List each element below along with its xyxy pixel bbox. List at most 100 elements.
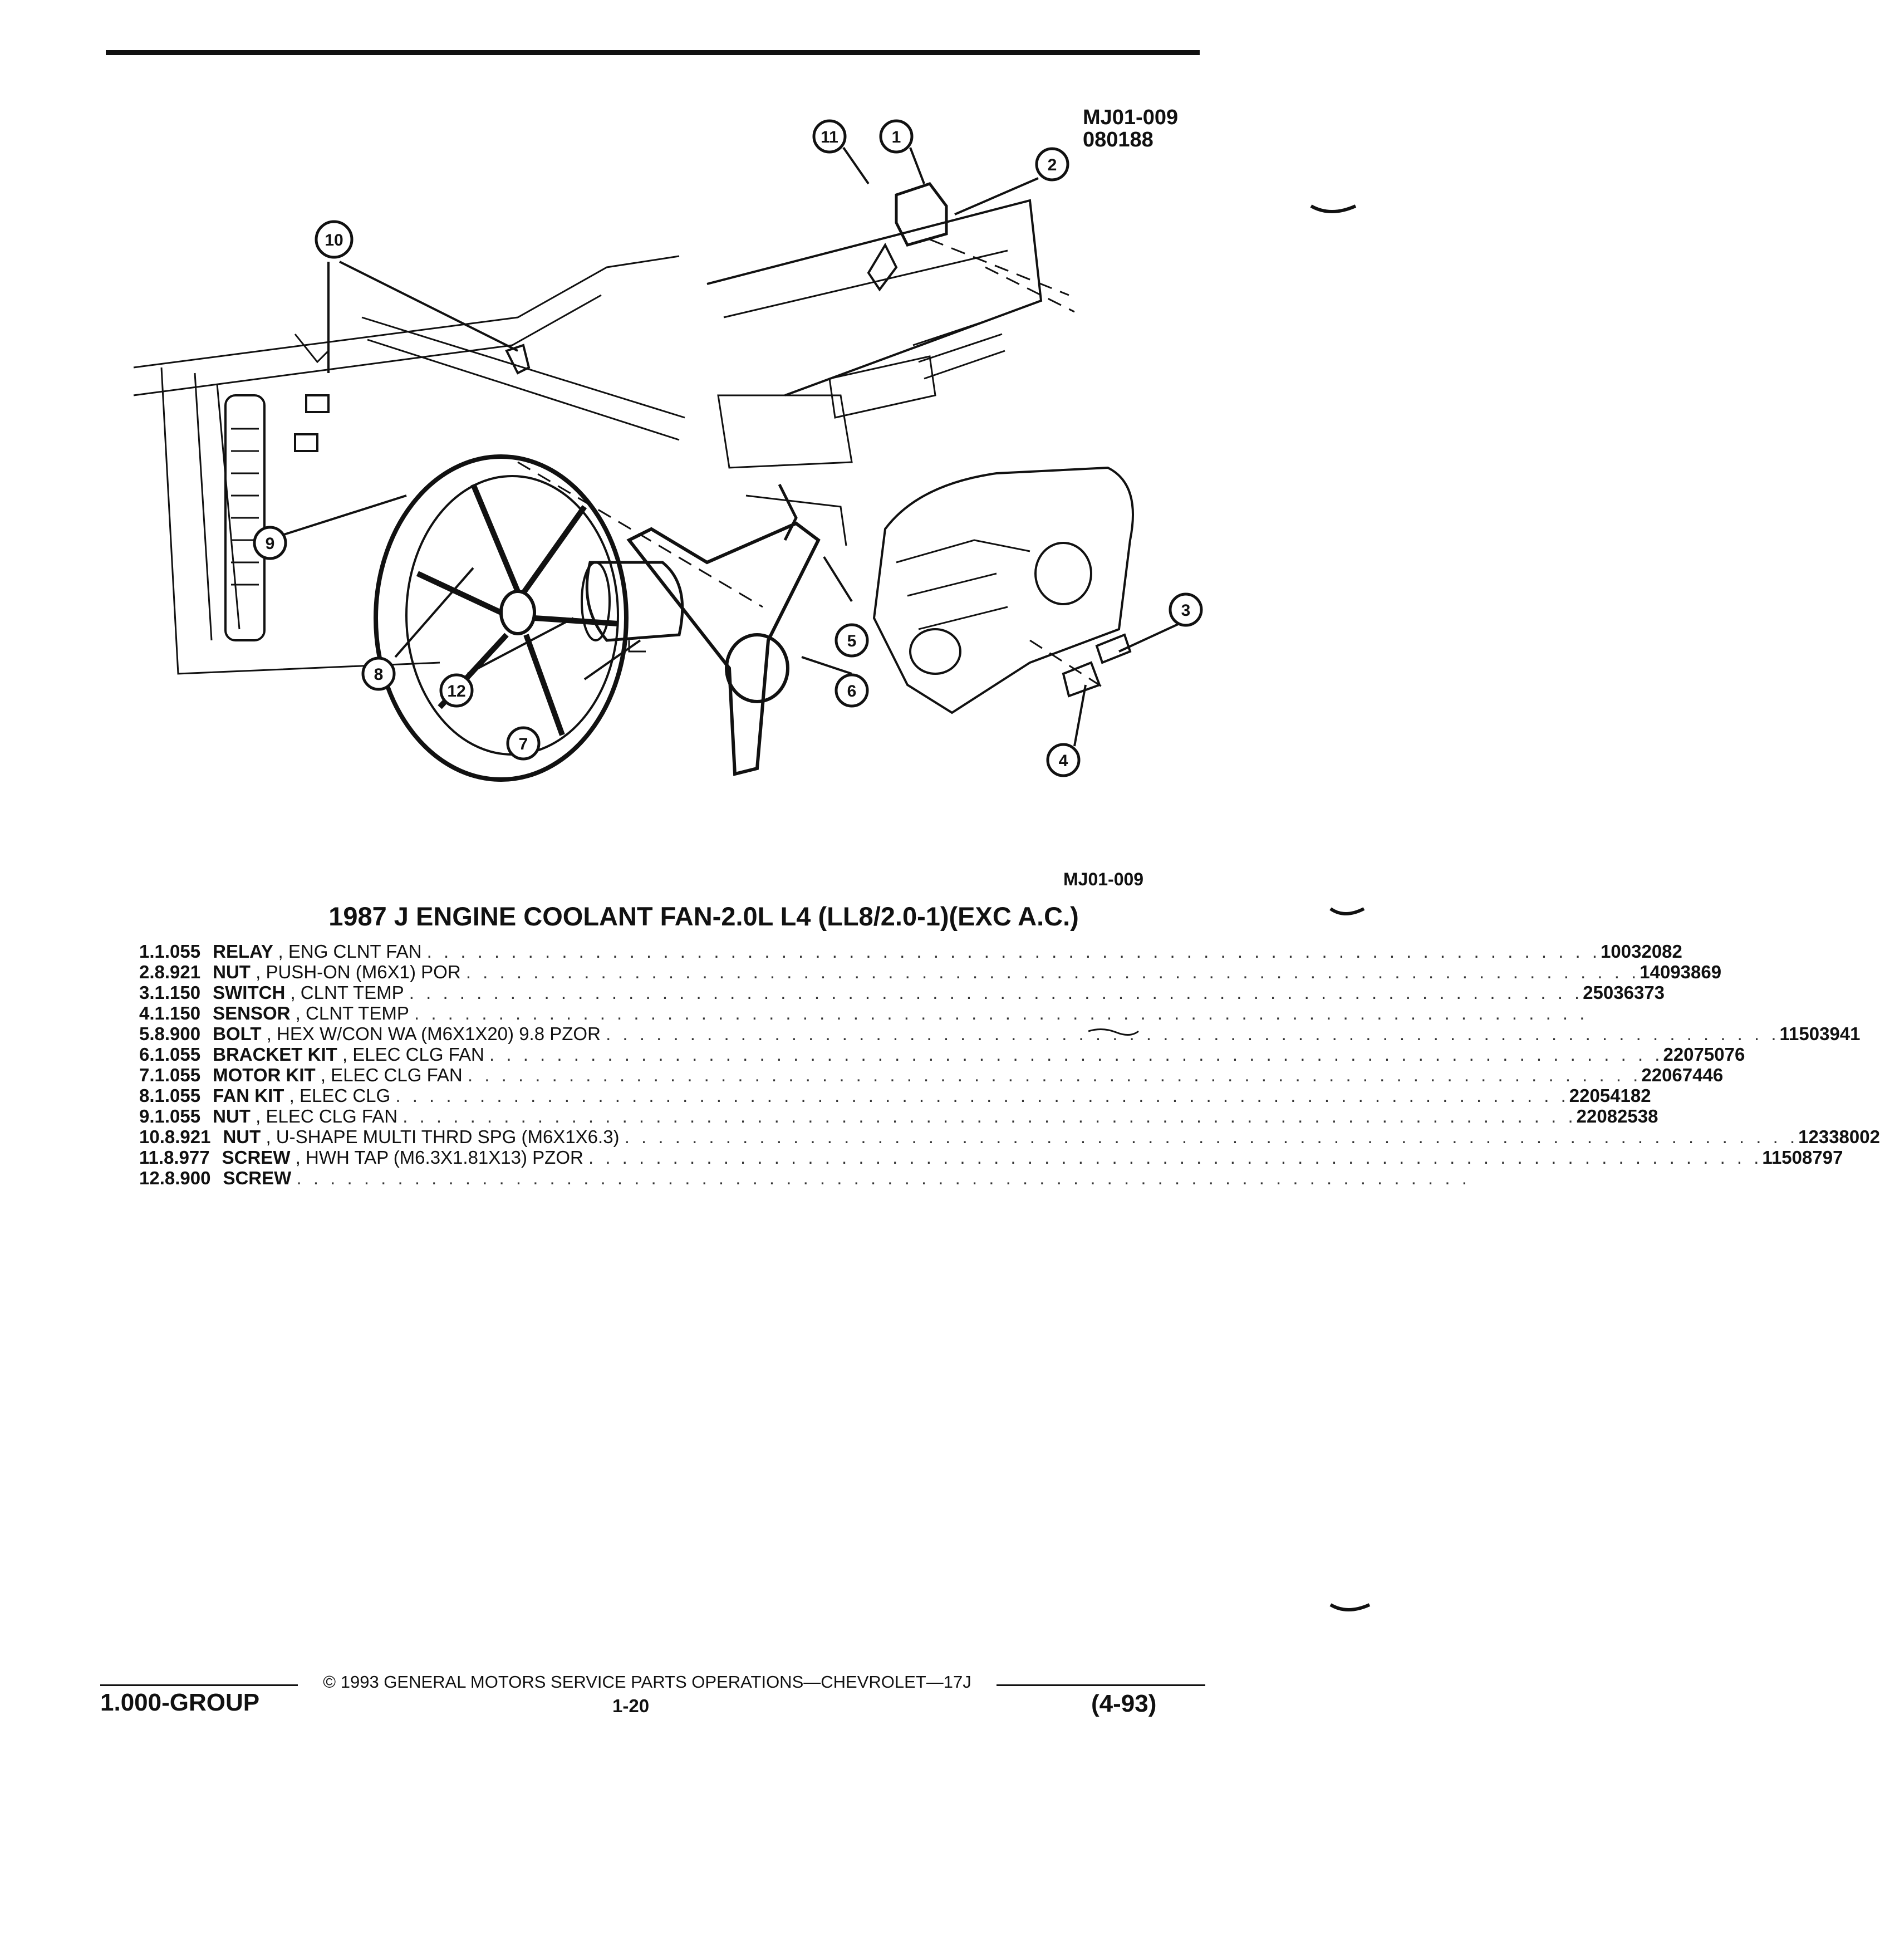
group-label: 1.000-GROUP [100, 1689, 260, 1716]
margin-mark-3 [1329, 1603, 1371, 1611]
part-number: 22067446 [1641, 1065, 1724, 1085]
group-number: 1.055 [154, 1085, 201, 1106]
part-description: FAN KIT , ELEC CLG . . . . . . . . . . .… [213, 1085, 1569, 1106]
part-description: NUT , ELEC CLG FAN . . . . . . . . . . .… [213, 1106, 1577, 1126]
group-number: 1.055 [154, 1065, 201, 1085]
item-number: 12. [139, 1168, 165, 1188]
part-qualifier: , ELEC CLG FAN [320, 1065, 463, 1085]
part-number: 22082538 [1576, 1106, 1658, 1126]
part-name: BRACKET KIT [213, 1044, 337, 1065]
part-qualifier: , ELEC CLG FAN [256, 1106, 398, 1126]
parts-row: 12.8.900 SCREW . . . . . . . . . . . . . … [139, 1168, 1467, 1188]
copyright-line: © 1993 GENERAL MOTORS SERVICE PARTS OPER… [323, 1672, 971, 1692]
part-name: RELAY [213, 941, 273, 962]
illustration-code-bottom: MJ01-009 [1063, 869, 1144, 889]
leader-dots: . . . . . . . . . . . . . . . . . . . . … [296, 1168, 1470, 1188]
group-number: 1.055 [154, 1106, 201, 1126]
group-number: 8.921 [164, 1126, 211, 1147]
callout-12: 12 [447, 682, 465, 700]
callout-4: 4 [1059, 752, 1068, 770]
leader-dots: . . . . . . . . . . . . . . . . . . . . … [426, 941, 1601, 962]
part-name: SCREW [222, 1147, 291, 1168]
part-description: SCREW , HWH TAP (M6.3X1.81X13) PZOR . . … [222, 1147, 1763, 1168]
item-number: 8. [139, 1085, 155, 1106]
callout-11: 11 [821, 128, 838, 146]
group-number: 8.921 [154, 962, 201, 982]
part-name: FAN KIT [213, 1085, 284, 1106]
item-number: 10. [139, 1126, 165, 1147]
part-name: BOLT [213, 1023, 262, 1044]
part-name: MOTOR KIT [213, 1065, 316, 1085]
callout-1: 1 [892, 128, 901, 146]
part-qualifier: , ELEC CLG FAN [342, 1044, 484, 1065]
parts-row: 11.8.977 SCREW , HWH TAP (M6.3X1.81X13) P… [139, 1147, 1843, 1168]
item-number: 5. [139, 1023, 155, 1044]
part-name: SCREW [223, 1168, 292, 1188]
group-number: 1.150 [154, 1003, 201, 1023]
parts-row: 3.1.150 SWITCH , CLNT TEMP . . . . . . . … [139, 982, 1665, 1003]
part-number: 11503941 [1779, 1023, 1861, 1044]
callout-10: 10 [325, 231, 343, 249]
part-qualifier: , HWH TAP (M6.3X1.81X13) PZOR [295, 1147, 583, 1168]
margin-mark-1 [1310, 204, 1357, 213]
part-number: 12338002 [1798, 1126, 1880, 1147]
page-title: 1987 J ENGINE COOLANT FAN-2.0L L4 (LL8/2… [328, 901, 1079, 931]
parts-row: 10.8.921 NUT , U-SHAPE MULTI THRD SPG (M6… [139, 1126, 1880, 1147]
part-name: SWITCH [213, 982, 286, 1003]
item-number: 9. [139, 1106, 155, 1126]
part-description: BRACKET KIT , ELEC CLG FAN . . . . . . .… [213, 1044, 1663, 1065]
leader-dots: . . . . . . . . . . . . . . . . . . . . … [465, 962, 1640, 982]
callout-2: 2 [1048, 156, 1057, 174]
group-number: 1.150 [154, 982, 201, 1003]
item-number: 11. [139, 1147, 164, 1168]
exploded-diagram: 11 1 2 10 3 4 5 6 7 8 9 12 [128, 84, 1203, 852]
part-qualifier: , ENG CLNT FAN [278, 941, 422, 962]
leader-dots: . . . . . . . . . . . . . . . . . . . . … [414, 1003, 1588, 1023]
footer-rule-left [100, 1684, 298, 1686]
part-name: NUT [213, 1106, 251, 1126]
part-number: 11508797 [1762, 1147, 1843, 1168]
leader-dots: . . . . . . . . . . . . . . . . . . . . … [395, 1085, 1569, 1106]
part-qualifier: , HEX W/CON WA (M6X1X20) 9.8 PZOR [266, 1023, 601, 1044]
header-rule [106, 50, 1200, 55]
callout-8: 8 [374, 665, 384, 684]
part-qualifier: , CLNT TEMP [290, 982, 404, 1003]
fan-assembly-illustration: 11 1 2 10 3 4 5 6 7 8 9 12 [133, 119, 1203, 782]
group-number: 8.900 [164, 1168, 211, 1188]
part-name: NUT [223, 1126, 261, 1147]
parts-row: 8.1.055 FAN KIT , ELEC CLG . . . . . . . … [139, 1085, 1651, 1106]
part-number: 10032082 [1601, 941, 1682, 962]
callout-7: 7 [519, 735, 528, 753]
part-name: NUT [213, 962, 251, 982]
leader-dots: . . . . . . . . . . . . . . . . . . . . … [489, 1044, 1663, 1065]
leader-dots: . . . . . . . . . . . . . . . . . . . . … [606, 1023, 1780, 1044]
part-qualifier: , U-SHAPE MULTI THRD SPG (M6X1X6.3) [266, 1126, 620, 1147]
part-name: SENSOR [213, 1003, 291, 1023]
item-number: 3. [139, 982, 155, 1003]
part-number: 25036373 [1583, 982, 1665, 1003]
part-description: SENSOR , CLNT TEMP . . . . . . . . . . .… [213, 1003, 1588, 1023]
part-number: 22054182 [1569, 1085, 1651, 1106]
footer-rule-right [997, 1684, 1205, 1686]
part-description: MOTOR KIT , ELEC CLG FAN . . . . . . . .… [213, 1065, 1641, 1085]
illustration-date-code: 080188 [1083, 128, 1153, 151]
leader-dots: . . . . . . . . . . . . . . . . . . . . … [467, 1065, 1642, 1085]
group-number: 1.055 [154, 941, 201, 962]
parts-row: 9.1.055 NUT , ELEC CLG FAN . . . . . . . … [139, 1106, 1658, 1126]
item-number: 2. [139, 962, 155, 982]
part-number: 14093869 [1640, 962, 1722, 982]
leader-dots: . . . . . . . . . . . . . . . . . . . . … [624, 1126, 1799, 1147]
group-number: 8.977 [164, 1147, 210, 1168]
leader-dots: . . . . . . . . . . . . . . . . . . . . … [409, 982, 1583, 1003]
margin-mark-2 [1329, 907, 1365, 915]
revision-date: (4-93) [1091, 1690, 1157, 1717]
part-description: NUT , U-SHAPE MULTI THRD SPG (M6X1X6.3) … [223, 1126, 1798, 1147]
illustration-code-top: MJ01-009 [1083, 106, 1179, 129]
